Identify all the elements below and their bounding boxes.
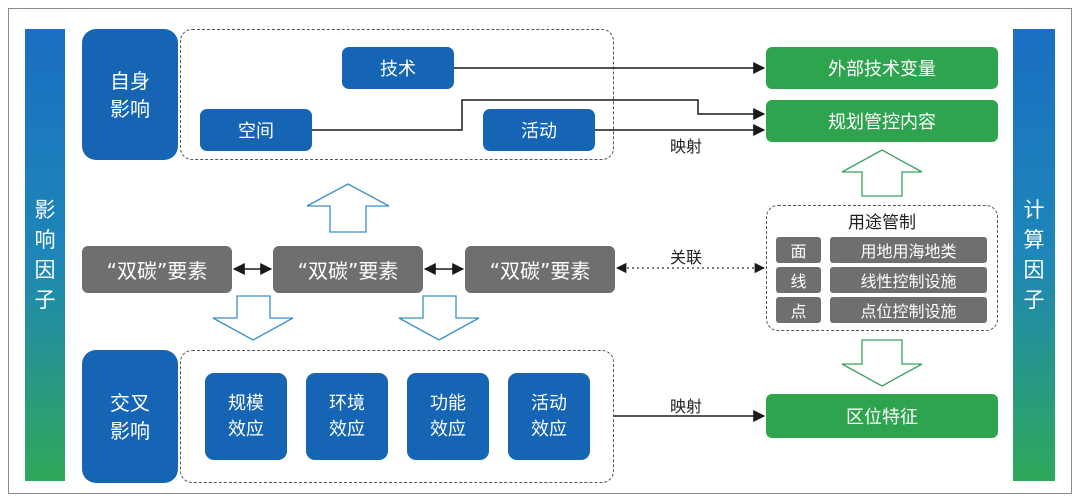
carbon-element-2: “双碳”要素 [273,246,423,293]
diagram-frame [8,8,1072,494]
effect-function: 功能 效应 [407,373,489,460]
location-features-box: 区位特征 [766,394,998,438]
left-sidebar: 影响因子 [25,29,65,481]
right-sidebar: 计算因子 [1013,29,1055,481]
carbon-element-1: “双碳”要素 [82,246,232,293]
hollow-arrow-down-right [398,295,480,341]
land-use-value-line: 线性控制设施 [830,267,987,293]
hollow-arrow-down-left [212,295,294,341]
arrow-space-to-planning [312,99,766,131]
mapping-label-bottom: 映射 [670,397,703,416]
effect-scale: 规模 效应 [205,373,287,460]
tech-box: 技术 [342,47,454,89]
effect-activity: 活动 效应 [508,373,590,460]
land-use-control-group [766,205,998,331]
land-use-value-area: 用地用海地类 [830,237,987,263]
self-influence-group [180,29,614,160]
external-tech-box: 外部技术变量 [766,47,998,89]
left-sidebar-label: 影响因子 [34,198,56,312]
land-use-key-area: 面 [776,237,821,263]
self-influence-title: 自身 影响 [82,29,178,160]
effect-environment: 环境 效应 [306,373,388,460]
land-use-value-point: 点位控制设施 [830,297,987,323]
hollow-arrow-up-center [306,183,390,233]
hollow-arrow-down-green [841,339,923,387]
right-sidebar-label: 计算因子 [1023,198,1045,312]
mapping-label-top: 映射 [670,137,703,156]
land-use-key-line: 线 [776,267,821,293]
association-label: 关联 [670,248,703,267]
hollow-arrow-up-green [841,149,923,197]
space-box: 空间 [200,109,312,151]
land-use-key-point: 点 [776,297,821,323]
activity-box: 活动 [483,109,595,151]
cross-influence-group [180,350,614,483]
cross-influence-title: 交叉 影响 [82,350,178,483]
carbon-element-3: “双碳”要素 [465,246,615,293]
planning-control-box: 规划管控内容 [766,100,998,142]
land-use-control-title: 用途管制 [848,212,916,233]
